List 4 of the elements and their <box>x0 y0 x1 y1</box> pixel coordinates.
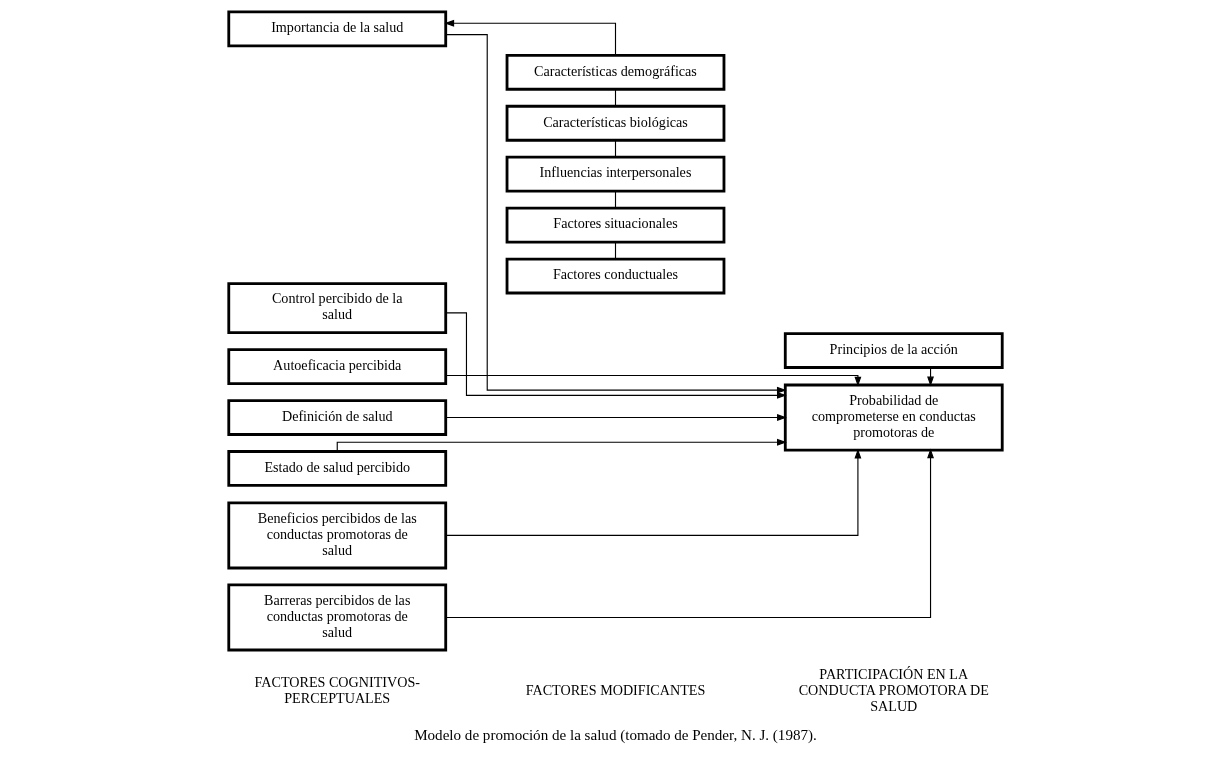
label: FACTORES COGNITIVOS-PERCEPTUALES <box>254 674 420 707</box>
label: PARTICIPACIÓN EN LA CONDUCTA PROMOTORA DE SALUD <box>798 666 989 715</box>
label: FACTORES MODIFICANTES <box>525 682 705 699</box>
caption: Modelo de promoción de la salud (tomado de Pender, N. J. (1987). <box>413 727 817 744</box>
